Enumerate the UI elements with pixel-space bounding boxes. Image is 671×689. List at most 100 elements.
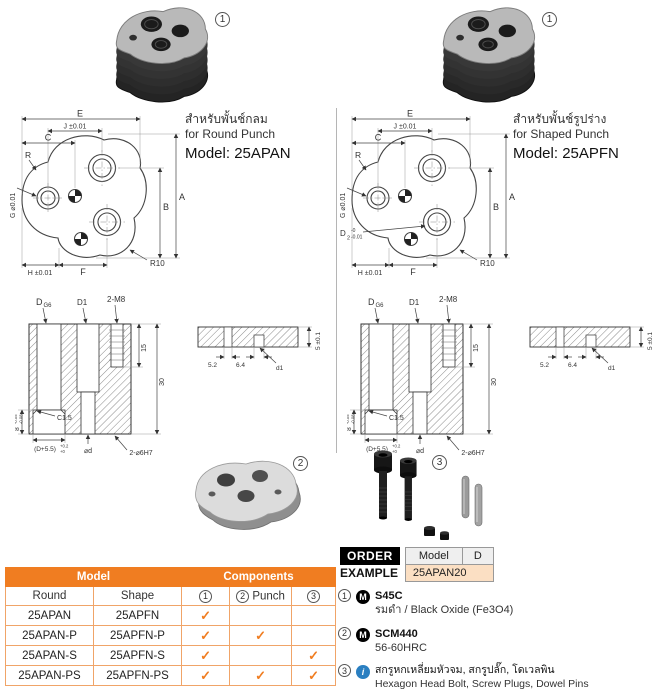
material-icon: M — [356, 627, 370, 642]
dimension-labels: E J ±0.01 C R G ⌀0.01 A B H ±0.01 F R10 — [10, 109, 185, 278]
note-fasteners: 3 i สกรูหกเหลี่ยมหัวจม, สกรูปลั๊ก, โดเวล… — [338, 664, 670, 689]
dim-dowel: 2-⌀6H7 — [461, 450, 484, 457]
dim-R10: R10 — [480, 259, 495, 268]
dim-phi-d: ⌀d — [416, 448, 424, 455]
note-2-line2: 56-60HRC — [375, 641, 427, 654]
dim-R: R — [25, 150, 31, 160]
side-view-round: 5.2 6.4 d1 5 ±0.1 — [197, 326, 322, 372]
component-1-check: ✓ — [181, 665, 231, 686]
note-1-line2: รมดำ / Black Oxide (Fe3O4) — [375, 604, 514, 617]
dim-2M8: 2-M8 — [107, 295, 126, 304]
materials-notes: 1 M S45C รมดำ / Black Oxide (Fe3O4) 2 M … — [338, 589, 670, 689]
plug-symbols — [68, 189, 88, 246]
order-example-labels: ORDER EXAMPLE — [340, 547, 400, 580]
dim-5-2: 5.2 — [208, 362, 217, 369]
dimension-labels: D G6 D1 2-M8 15 30 C1.5 8 -0.05 -0.08 (D… — [15, 295, 166, 457]
block-body — [115, 7, 209, 103]
shape-model: 25APFN-S — [92, 645, 183, 666]
dim-8-lo: -0.08 — [19, 414, 24, 424]
dim-D2-tol-lo: -0.01 — [351, 235, 363, 241]
screw-plugs — [424, 526, 449, 540]
dimension-labels: E J ±0.01 C R G ⌀0.01 A B H ±0.01 F R10 … — [340, 109, 515, 278]
table-row: 25APAN-S 25APFN-S ✓ ✓ — [5, 645, 337, 666]
dim-6-4: 6.4 — [568, 362, 577, 369]
note-1-line1: S45C — [375, 590, 403, 602]
round-model: 25APAN-P — [5, 625, 94, 646]
component-3-check: ✓ — [291, 665, 337, 686]
dim-30: 30 — [159, 378, 166, 386]
dim-B: B — [493, 202, 499, 212]
dimension-labels: 5.2 6.4 d1 5 ±0.1 — [540, 332, 654, 372]
side-view-shaped: 5.2 6.4 d1 5 ±0.1 — [529, 326, 654, 372]
round-header: Round — [5, 586, 94, 606]
dimension-lines — [16, 116, 179, 268]
model-components-table: Model Components Round Shape 1 2 Punch 3… — [4, 567, 337, 686]
punch-holder-photo-round — [115, 7, 209, 103]
block-holes — [456, 16, 516, 52]
dim-6-4: 6.4 — [236, 362, 245, 369]
info-icon: i — [356, 665, 370, 680]
note-3-number: 3 — [338, 664, 351, 678]
dim-cbore-hi: +0.2 — [392, 444, 401, 449]
dim-8: 8 — [347, 427, 353, 431]
plug-symbols — [398, 189, 418, 246]
dim-E: E — [77, 109, 83, 119]
dim-30: 30 — [491, 378, 498, 386]
shape-model: 25APFN-PS — [92, 665, 183, 686]
callout-1-right: 1 — [542, 12, 557, 27]
dim-5-2: 5.2 — [540, 362, 549, 369]
callout-1-left: 1 — [215, 12, 230, 27]
dim-cbore-lo: +0 — [60, 449, 65, 454]
shape-header: Shape — [92, 586, 183, 606]
component-1-badge: 1 — [199, 589, 213, 603]
block-body — [442, 7, 536, 103]
dim-d1: d1 — [276, 365, 284, 372]
section-body — [28, 323, 132, 435]
component-3-check — [291, 605, 337, 626]
component-3-header: 3 — [291, 586, 337, 606]
callout-2: 2 — [293, 456, 308, 471]
dim-8-lo: -0.08 — [351, 414, 356, 424]
dim-8-hi: -0.05 — [15, 414, 18, 424]
dim-G: G ⌀0.01 — [340, 193, 347, 218]
dimension-lines — [216, 326, 312, 364]
dimension-lines — [346, 116, 509, 268]
backing-plate-photo — [195, 460, 301, 530]
round-model: 25APAN-PS — [5, 665, 94, 686]
dim-cbore-lo: +0 — [392, 449, 397, 454]
plate-holes — [208, 470, 282, 502]
dim-D-g6: D — [368, 297, 375, 307]
dim-H: H ±0.01 — [358, 270, 383, 277]
component-1-check: ✓ — [181, 645, 231, 666]
title-block-round: สำหรับพั้นช์กลม for Round Punch Model: 2… — [185, 112, 335, 164]
dim-C: C — [375, 133, 382, 143]
dim-R10: R10 — [150, 259, 165, 268]
plate-outline — [21, 135, 147, 258]
note-2-line1: SCM440 — [375, 627, 418, 640]
block-holes — [129, 16, 189, 52]
model-name-shaped: Model: 25APFN — [513, 145, 619, 162]
components-header: Components — [181, 567, 337, 587]
title-en-round: for Round Punch — [185, 127, 276, 141]
table-subheader-row: Round Shape 1 2 Punch 3 — [5, 586, 337, 606]
dimension-labels: 5.2 6.4 d1 5 ±0.1 — [208, 332, 322, 372]
fasteners-photo — [374, 450, 483, 540]
component-2-check — [229, 645, 293, 666]
dim-d1: d1 — [608, 365, 616, 372]
hex-socket-bolt — [374, 450, 392, 520]
dim-H: H ±0.01 — [28, 270, 53, 277]
component-2-header: 2 Punch — [229, 586, 293, 606]
dim-R: R — [355, 150, 361, 160]
dim-cbore: (D+5.5) — [366, 446, 388, 453]
note-2-number: 2 — [338, 626, 351, 640]
section-view-shaped: D G6 D1 2-M8 15 30 C1.5 8 -0.05 -0.08 (D… — [347, 295, 498, 457]
hex-socket-bolt — [400, 457, 417, 521]
dim-A: A — [179, 192, 185, 202]
component-1-check: ✓ — [181, 625, 231, 646]
extension-lines — [351, 116, 510, 268]
order-d-header: D — [461, 547, 494, 565]
component-3-badge: 3 — [307, 589, 321, 603]
dim-F: F — [410, 267, 416, 277]
order-badge: ORDER — [340, 547, 400, 565]
